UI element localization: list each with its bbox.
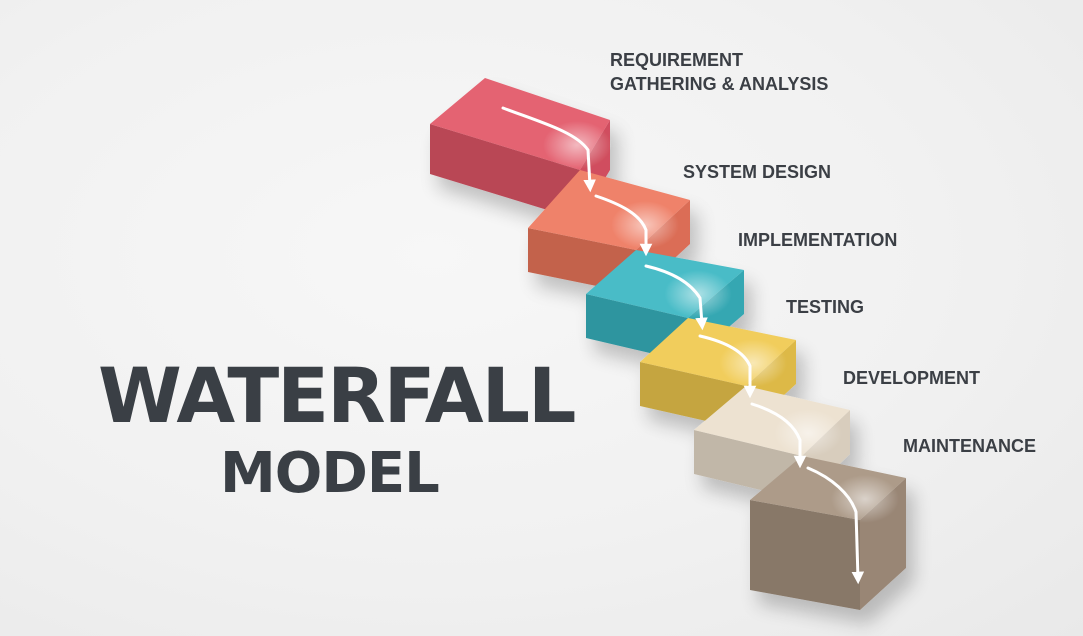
flow-arrow-3 <box>644 264 708 331</box>
step-riser-6 <box>750 500 860 610</box>
label-implementation-text: IMPLEMENTATION <box>738 230 898 250</box>
flow-arrows <box>501 106 865 585</box>
label-development: DEVELOPMENT <box>843 366 980 390</box>
label-maintenance-text: MAINTENANCE <box>903 436 1036 456</box>
title-model: MODEL <box>220 441 440 506</box>
step-highlight-1 <box>543 121 611 169</box>
flow-arrow-4 <box>698 334 757 399</box>
label-requirement-line1: REQUIREMENT <box>610 50 744 70</box>
label-testing: TESTING <box>786 295 864 319</box>
flow-arrow-1 <box>501 106 596 193</box>
label-testing-text: TESTING <box>786 297 865 317</box>
step-1 <box>430 78 611 220</box>
title-waterfall: WATERFALL <box>98 351 576 440</box>
label-development-text: DEVELOPMENT <box>843 368 981 388</box>
flow-arrow-2 <box>594 194 653 257</box>
label-system-design: SYSTEM DESIGN <box>683 160 831 184</box>
label-implementation: IMPLEMENTATION <box>738 228 897 252</box>
label-system-design-text: SYSTEM DESIGN <box>683 162 832 182</box>
step-riser-1 <box>430 124 580 220</box>
flow-arrow-6 <box>806 466 865 585</box>
label-requirement-gathering: REQUIREMENT GATHERING & ANALYSIS <box>610 48 828 96</box>
step-highlight-6 <box>831 475 899 523</box>
label-requirement-line2: GATHERING & ANALYSIS <box>610 74 829 94</box>
step-6 <box>750 456 906 610</box>
label-maintenance: MAINTENANCE <box>903 434 1036 458</box>
waterfall-steps <box>430 78 906 610</box>
step-highlight-5 <box>774 409 842 457</box>
flow-arrow-5 <box>750 402 807 469</box>
